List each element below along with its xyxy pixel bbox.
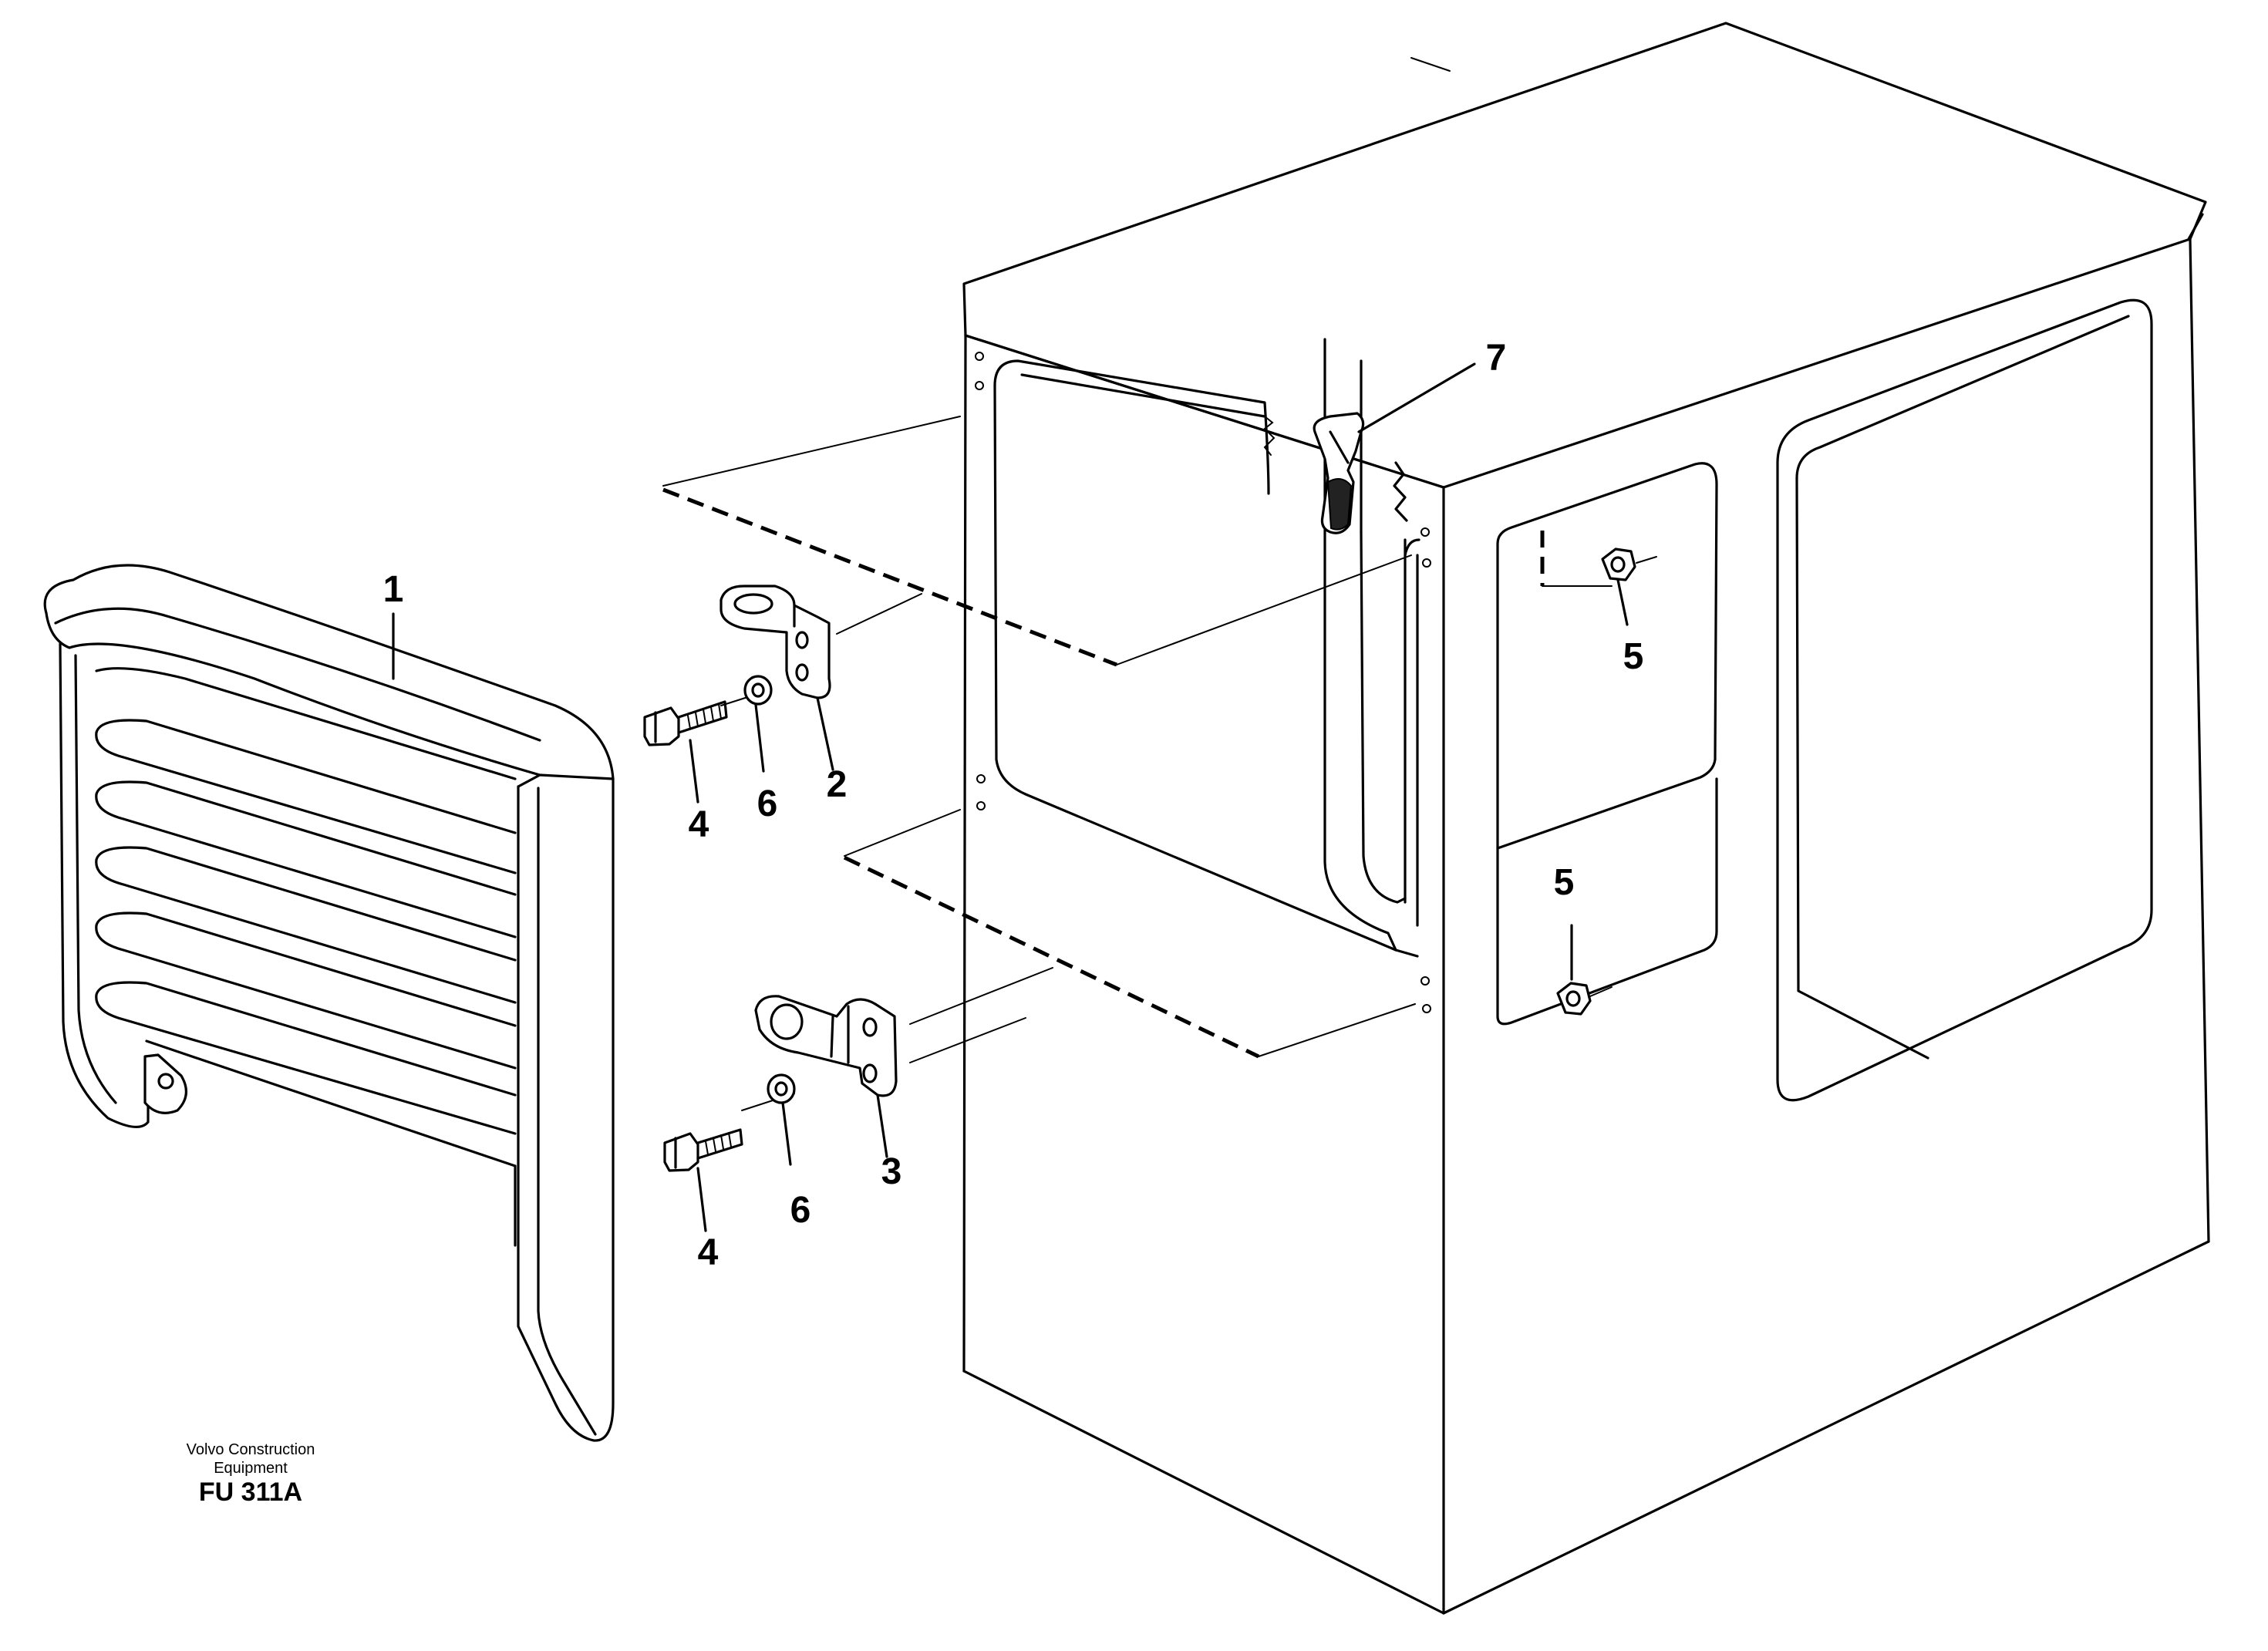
brand-line-1: Volvo Construction <box>186 1441 315 1458</box>
brand-line-2: Equipment <box>214 1460 288 1477</box>
dashed-guide-outlines <box>662 416 1613 1059</box>
nut-lower <box>1556 982 1613 1016</box>
callout-leaders <box>392 362 1629 1232</box>
bolt-lower <box>663 1128 743 1172</box>
bolt-upper <box>643 700 728 746</box>
door-window-upper <box>1496 462 1718 1026</box>
callout-4-lower: 4 <box>697 1232 719 1273</box>
figure-code: FU 311A <box>198 1477 303 1507</box>
cab-body <box>962 22 2210 1615</box>
front-window <box>993 338 1420 958</box>
callout-1: 1 <box>382 569 404 610</box>
callout-6-lower: 6 <box>790 1190 811 1231</box>
rear-side-window <box>1776 298 2153 1102</box>
callout-5-lower: 5 <box>1553 862 1575 903</box>
callout-4-upper: 4 <box>688 804 709 845</box>
callout-5-upper: 5 <box>1623 636 1644 677</box>
nut-upper <box>1601 548 1657 581</box>
cab-mounting-holes <box>975 352 1431 1013</box>
washer-lower <box>767 1073 796 1104</box>
callout-3: 3 <box>881 1151 902 1192</box>
grille-guard <box>43 564 615 1442</box>
callout-2: 2 <box>826 764 848 805</box>
bracket-upper <box>719 585 831 699</box>
manufacturer-caption: Volvo Construction Equipment <box>162 1440 339 1477</box>
bracket-lower <box>754 995 898 1097</box>
washer-upper <box>743 675 773 706</box>
callout-7: 7 <box>1485 338 1507 379</box>
handle-fitting <box>1313 412 1365 534</box>
callout-6-upper: 6 <box>757 783 778 824</box>
